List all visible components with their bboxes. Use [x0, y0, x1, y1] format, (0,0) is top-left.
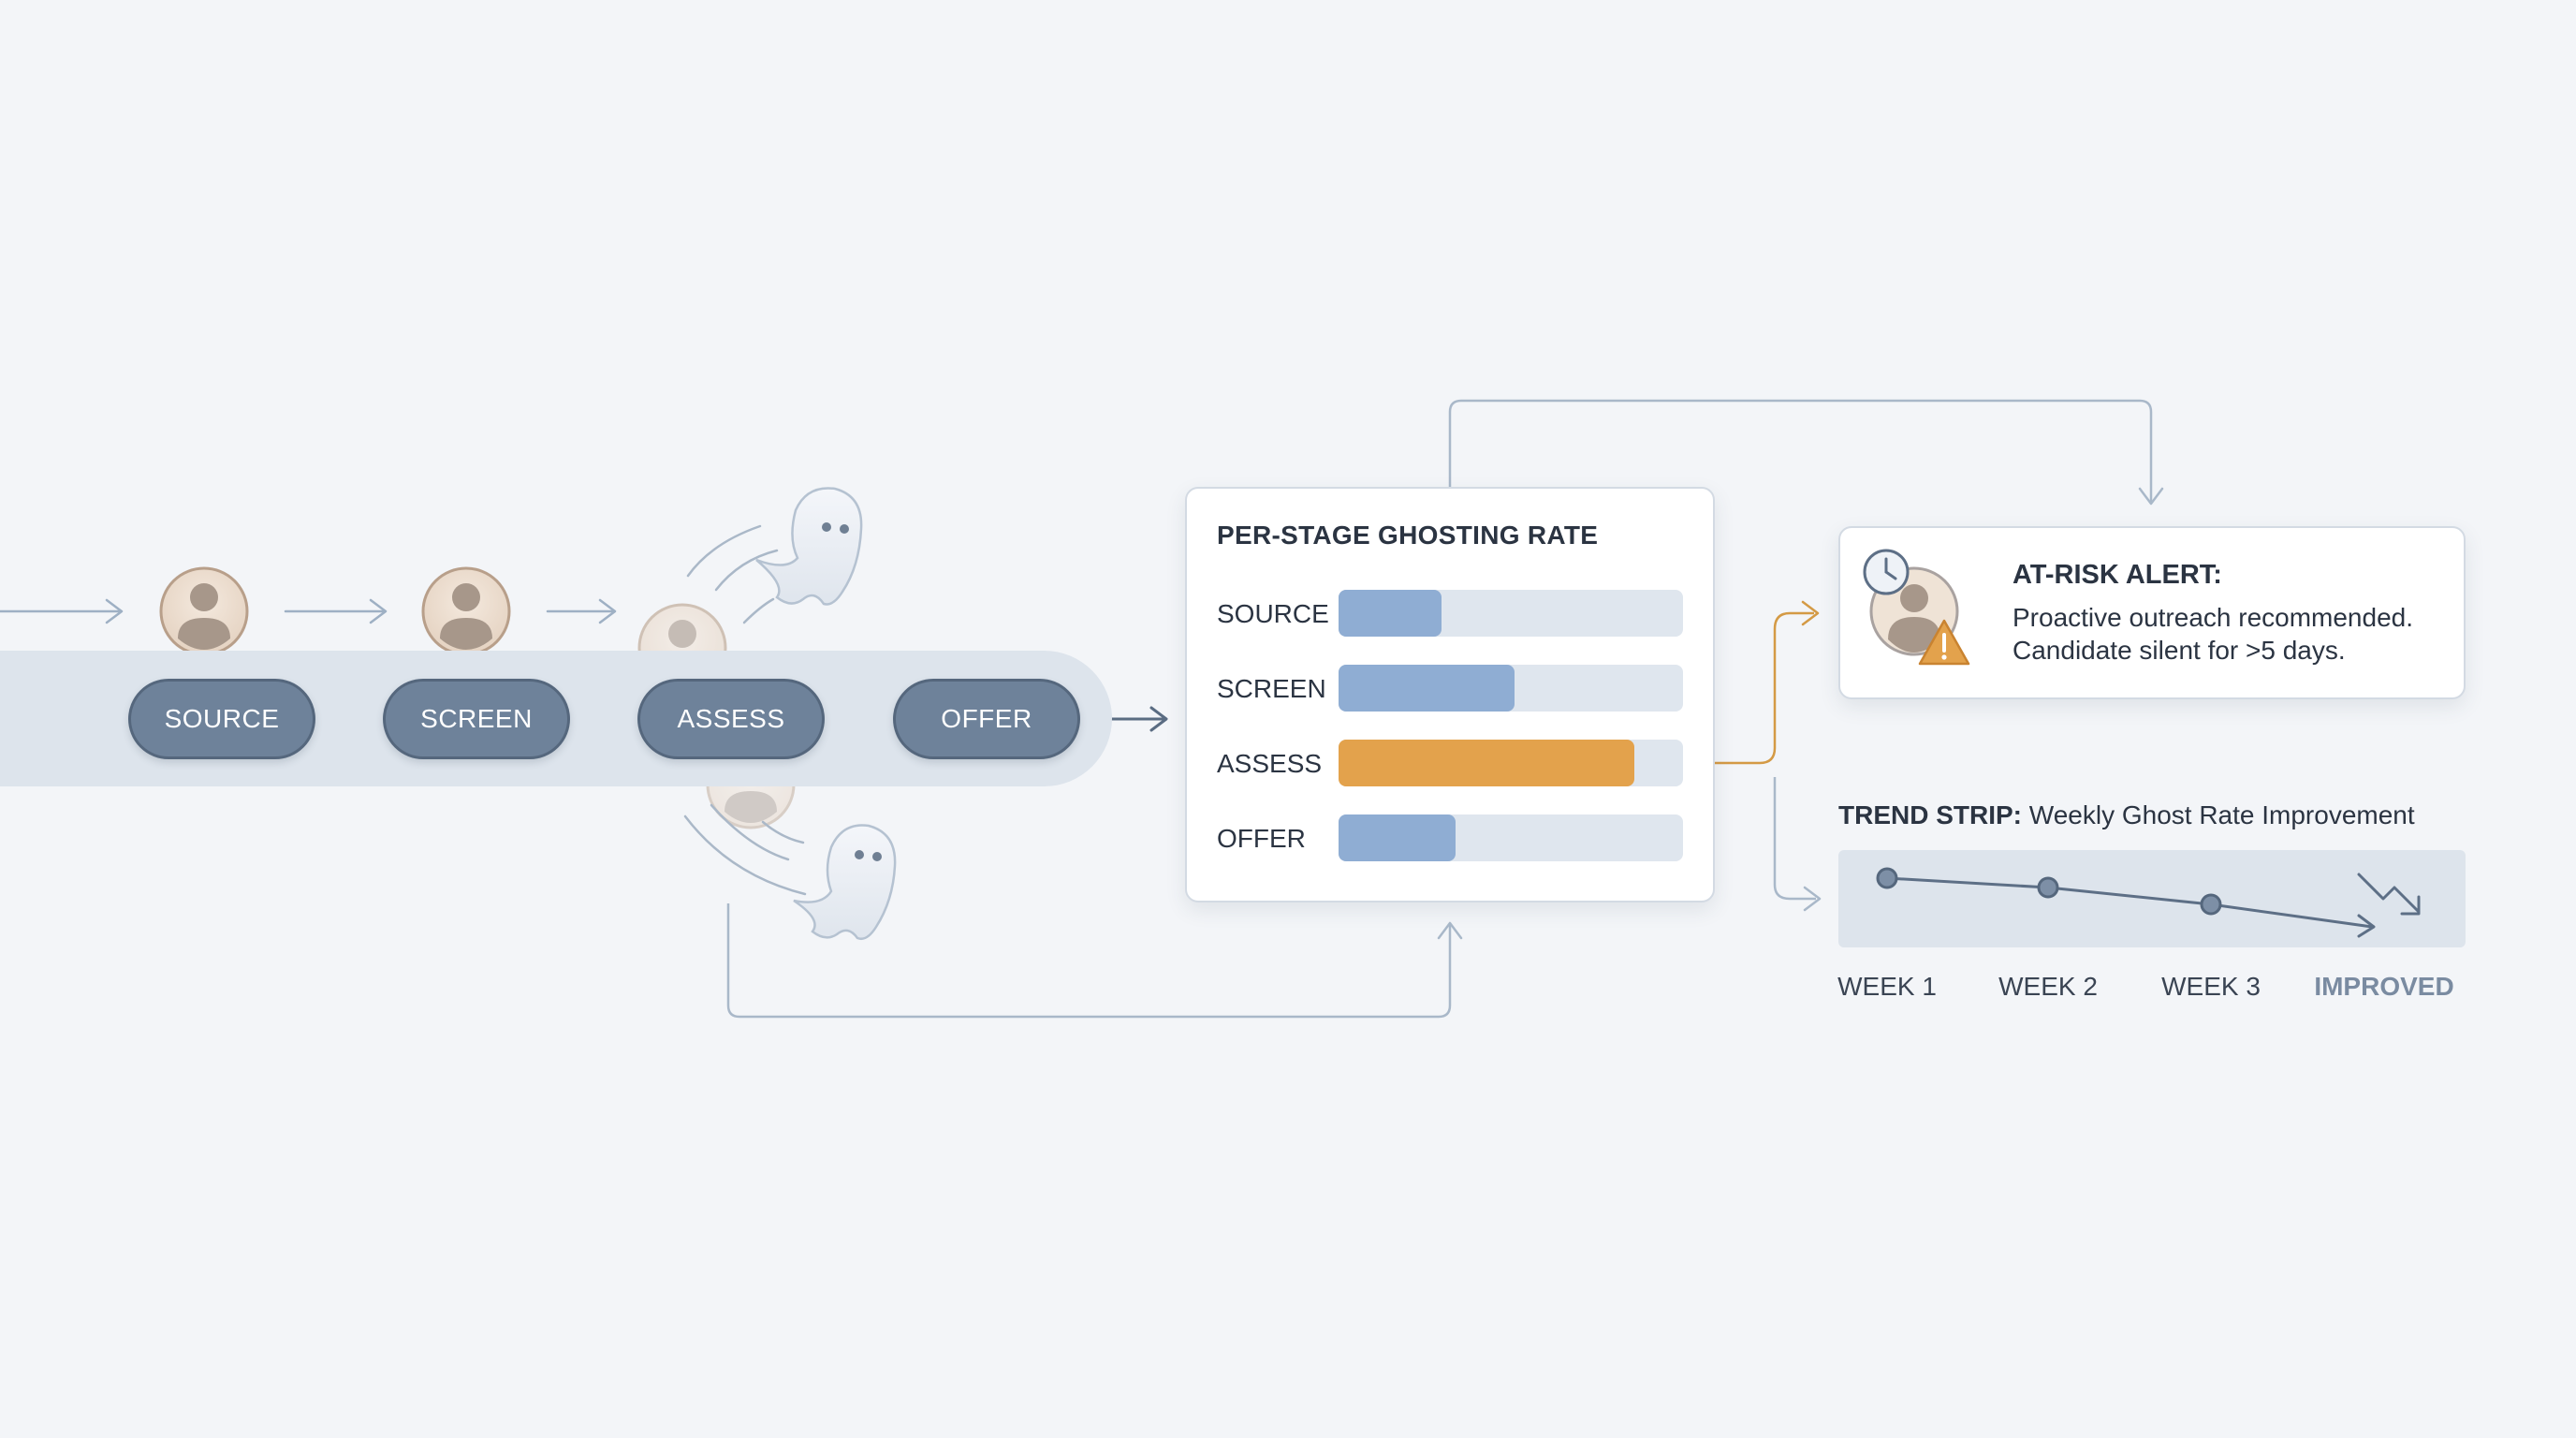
trend-connector: [1773, 777, 1816, 901]
clock-icon: [1863, 549, 1910, 595]
bar-label-offer: OFFER: [1217, 824, 1306, 853]
trend-point-week-2: [2037, 876, 2059, 899]
stage-offer[interactable]: OFFER: [893, 679, 1080, 759]
trend-label-week-1: WEEK 1: [1837, 972, 1937, 1001]
trend-line-chart: [1876, 867, 2421, 938]
trend-label-improved: IMPROVED: [2314, 972, 2454, 1001]
bar-track-source: [1339, 590, 1683, 637]
bar-track-offer: [1339, 814, 1683, 861]
bar-label-assess: ASSESS: [1217, 749, 1323, 778]
warning-icon: [1918, 619, 1970, 666]
trend-label-week-2: WEEK 2: [1998, 972, 2098, 1001]
trend-strip-title: TREND STRIP: Weekly Ghost Rate Improveme…: [1838, 800, 2415, 830]
trend-line: [1886, 876, 2373, 929]
bar-label-source: SOURCE: [1217, 599, 1329, 628]
stage-source[interactable]: SOURCE: [128, 679, 315, 759]
ghosting-panel-title: PER-STAGE GHOSTING RATE: [1217, 521, 1599, 550]
stage-screen[interactable]: SCREEN: [383, 679, 570, 759]
ghost-icon: [755, 487, 863, 606]
trend-point-week-1: [1876, 867, 1898, 889]
bar-track-screen: [1339, 665, 1683, 712]
ghost-rate-bar-source: [1339, 590, 1442, 637]
candidate-avatar-icon: [159, 566, 249, 656]
ghost-rate-bar-offer: [1339, 814, 1456, 861]
ghost-rate-bar-assess: [1339, 740, 1635, 786]
stage-assess[interactable]: ASSESS: [637, 679, 825, 759]
upper-flow-arrows: [0, 598, 617, 624]
alert-icon-group: [1863, 549, 1970, 666]
bar-track-assess: [1339, 740, 1683, 786]
bar-label-screen: SCREEN: [1217, 674, 1326, 703]
candidate-avatar-icon: [421, 566, 511, 656]
feedback-loop-bottom: [726, 903, 1452, 1019]
trend-title-rest: Weekly Ghost Rate Improvement: [2028, 800, 2415, 829]
trend-label-week-3: WEEK 3: [2161, 972, 2261, 1001]
alert-message-line-2: Candidate silent for >5 days.: [2012, 636, 2346, 665]
ghosting-motion-lines: [683, 524, 807, 896]
alert-message-line-1: Proactive outreach recommended.: [2012, 603, 2413, 632]
trend-point-week-3: [2200, 893, 2222, 916]
alert-connector: [1649, 611, 1814, 765]
ghost-icon: [793, 824, 897, 940]
trend-title-bold: TREND STRIP:: [1838, 800, 2022, 829]
alert-title: AT-RISK ALERT:: [2012, 560, 2222, 590]
trend-down-arrow-icon: [2357, 873, 2421, 916]
ghost-rate-bar-screen: [1339, 665, 1515, 712]
feedback-loop-top: [1448, 399, 2153, 502]
